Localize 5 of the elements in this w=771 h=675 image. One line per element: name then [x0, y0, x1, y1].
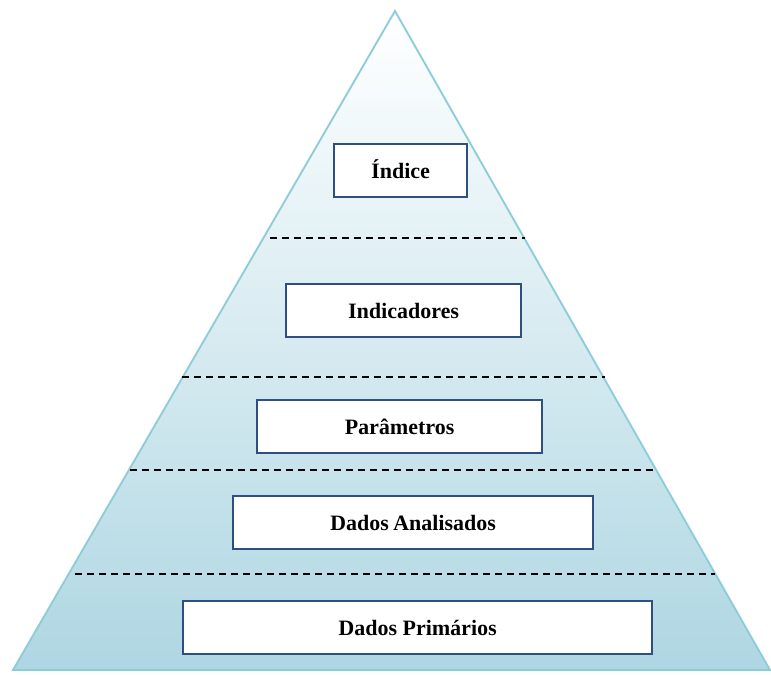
- level-box: Índice: [333, 143, 468, 198]
- level-box: Dados Primários: [182, 600, 653, 655]
- level-box: Parâmetros: [256, 399, 543, 454]
- level-box: Indicadores: [285, 283, 522, 338]
- level-box: Dados Analisados: [232, 495, 594, 550]
